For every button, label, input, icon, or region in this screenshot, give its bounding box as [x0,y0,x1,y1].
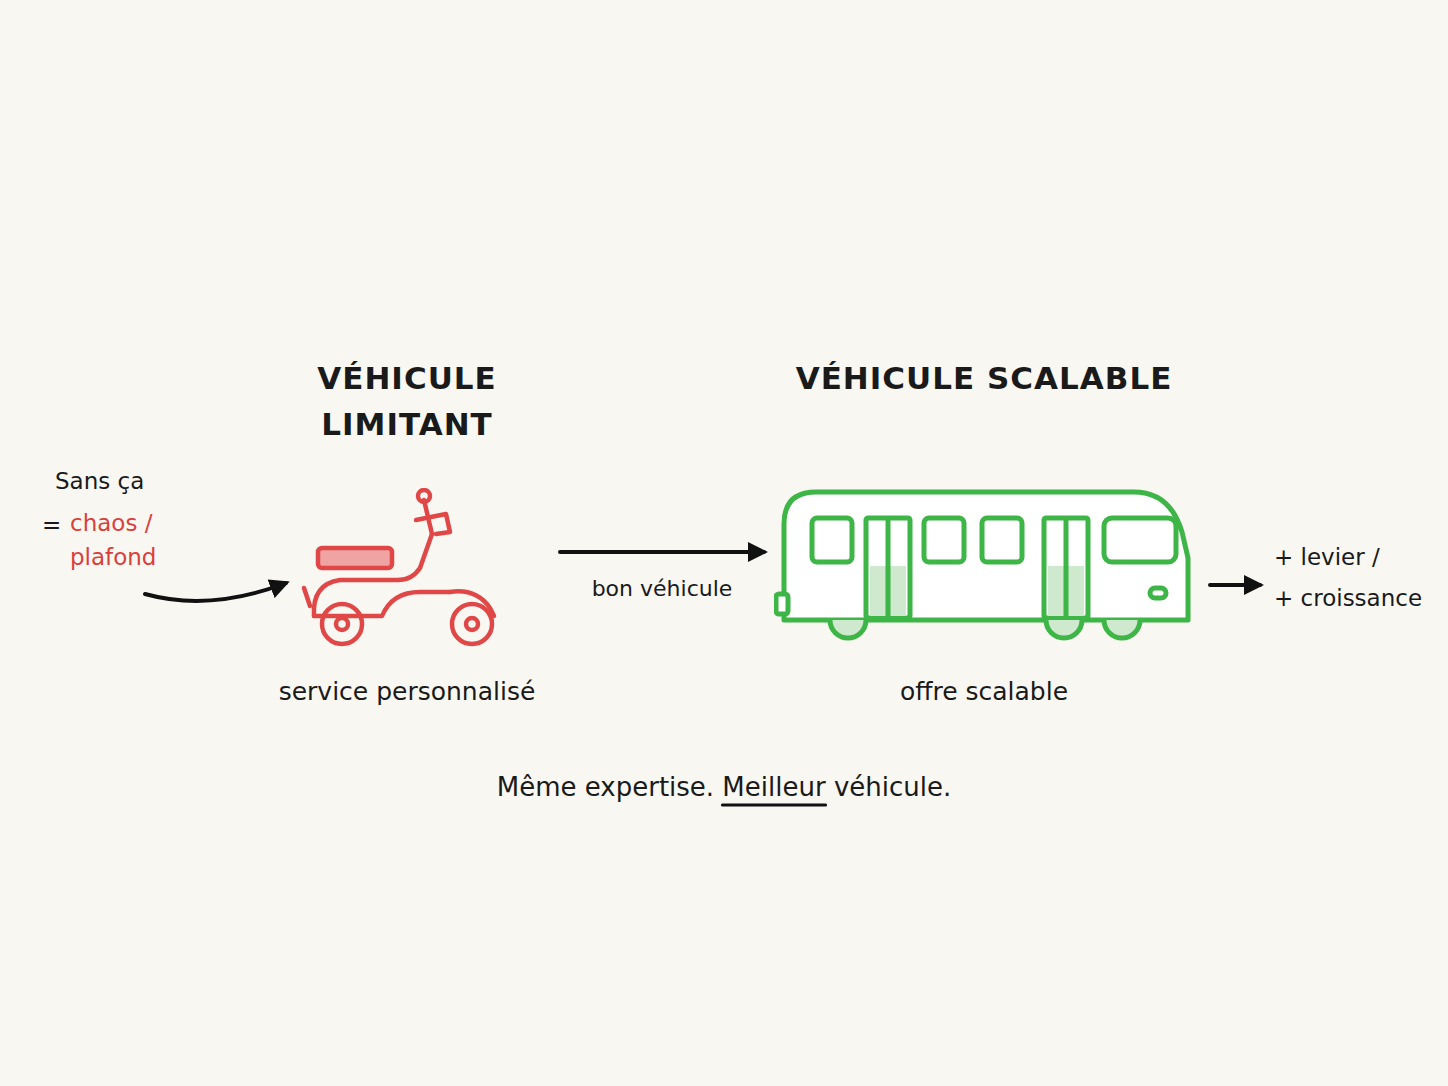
vehicle-caption: service personnalisé [262,677,552,706]
warning-label: chaos / plafond [70,506,180,574]
emphasis-underline [722,804,825,807]
benefit-label: + levier / [1274,544,1380,570]
vehicle-heading: VÉHICULE SCALABLE [782,355,1186,401]
vehicle-caption: offre scalable [772,677,1196,706]
figure-caption: Même expertise. Meilleur véhicule. [0,772,1448,802]
note-label: Sans ça [55,468,144,494]
connector-arrow [560,550,764,554]
leader-arrow [1210,583,1260,587]
benefit-label: + croissance [1274,585,1422,611]
scalable-vehicle: VÉHICULE SCALABLE offre scalable [772,355,1196,720]
limiting-vehicle: VÉHICULE LIMITANT service personnalisé [262,355,552,720]
vehicle-heading: VÉHICULE LIMITANT [272,355,542,447]
note-label: = [42,512,61,538]
connector-label: bon véhicule [589,576,736,601]
bus-illustration [774,488,1194,653]
leader-arrow [145,583,286,601]
scooter-illustration [300,488,510,653]
